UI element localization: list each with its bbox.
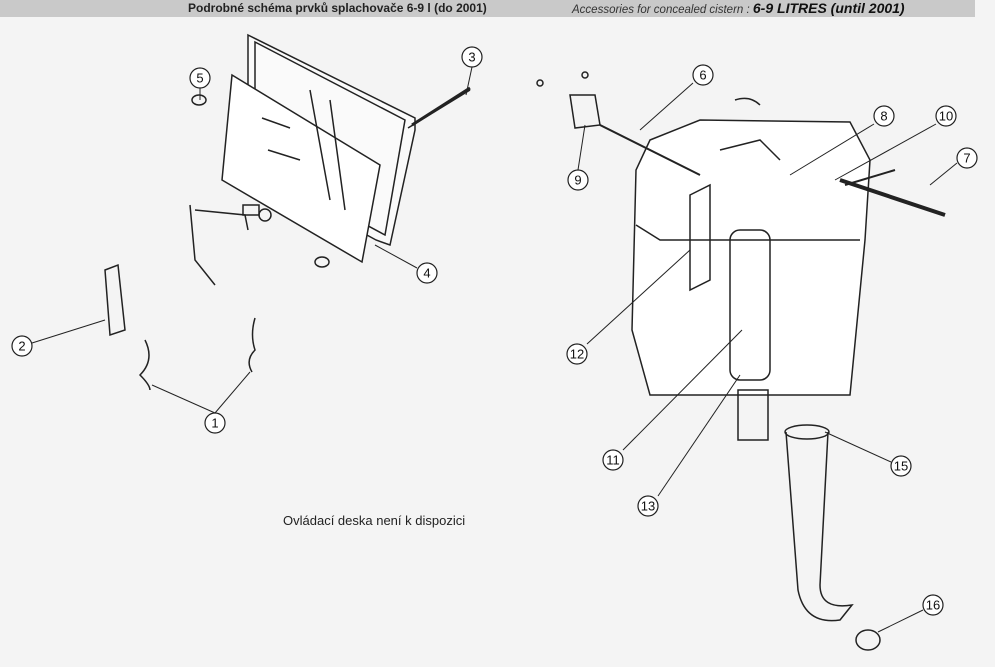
part-15-pipe <box>784 424 854 622</box>
callout-2: 2 <box>11 335 33 357</box>
callout-8: 8 <box>873 105 895 127</box>
leader-lines <box>31 66 958 633</box>
callout-15: 15 <box>890 455 912 477</box>
callout-4: 4 <box>416 262 438 284</box>
part-1-springs <box>138 317 256 391</box>
part-9-clip <box>536 71 601 129</box>
title-english: Accessories for concealed cistern : 6-9 … <box>572 0 905 19</box>
callout-5: 5 <box>189 67 211 89</box>
svg-text:1: 1 <box>211 416 218 431</box>
svg-text:3: 3 <box>468 50 475 65</box>
callout-10: 10 <box>935 105 957 127</box>
callout-markers: 1 2 3 4 5 6 7 8 9 10 11 12 13 15 16 <box>11 46 978 616</box>
part-2-bracket <box>104 263 126 337</box>
svg-text:4: 4 <box>423 266 430 281</box>
callout-1: 1 <box>204 412 226 434</box>
callout-12: 12 <box>566 343 588 365</box>
svg-text:5: 5 <box>196 71 203 86</box>
title-english-emphasis: 6-9 LITRES (until 2001) <box>752 0 905 16</box>
callout-11: 11 <box>602 449 624 471</box>
header-bar: Podrobné schéma prvků splachovače 6-9 l … <box>0 0 975 17</box>
callout-9: 9 <box>567 169 589 191</box>
callout-6: 6 <box>692 64 714 86</box>
unavailable-note: Ovládací deska není k dispozici <box>283 513 466 528</box>
cistern <box>599 97 946 441</box>
svg-text:12: 12 <box>570 347 584 362</box>
svg-text:9: 9 <box>574 173 581 188</box>
mounting-frame <box>189 33 471 286</box>
callout-16: 16 <box>922 594 944 616</box>
callout-13: 13 <box>637 495 659 517</box>
callout-7: 7 <box>956 147 978 169</box>
svg-text:8: 8 <box>880 109 887 124</box>
svg-text:11: 11 <box>606 453 620 468</box>
part-16-ring <box>855 629 881 651</box>
svg-text:16: 16 <box>926 598 940 613</box>
svg-text:13: 13 <box>641 499 655 514</box>
title-czech: Podrobné schéma prvků splachovače 6-9 l … <box>188 1 487 15</box>
title-english-prefix: Accessories for concealed cistern : <box>572 4 753 16</box>
svg-text:15: 15 <box>894 459 908 474</box>
svg-text:10: 10 <box>939 109 953 124</box>
svg-text:2: 2 <box>18 339 25 354</box>
svg-text:7: 7 <box>963 151 970 166</box>
callout-3: 3 <box>461 46 483 68</box>
svg-text:6: 6 <box>699 68 706 83</box>
